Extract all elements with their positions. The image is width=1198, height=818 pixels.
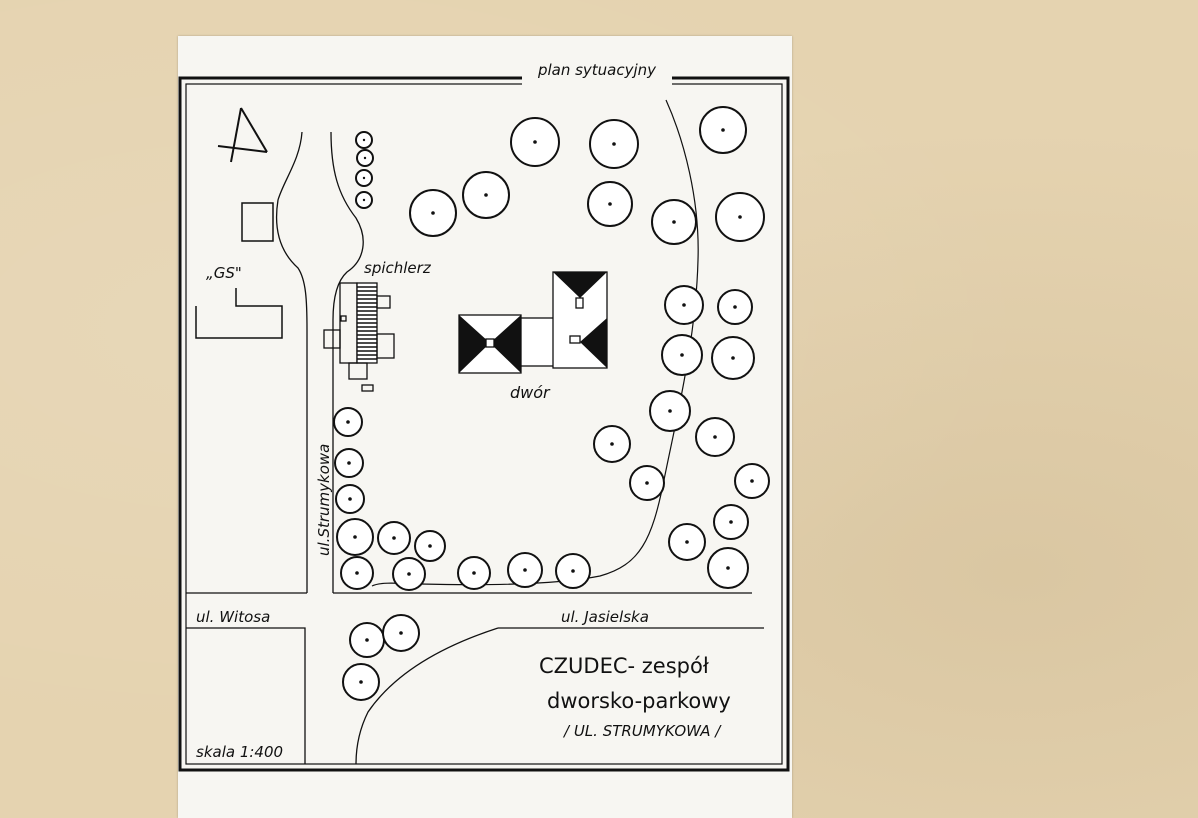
road-curve (355, 627, 499, 765)
strumykowa-east-edge (330, 131, 364, 593)
granary-building (323, 282, 395, 392)
title-line-2: dworsko-parkowy (547, 689, 731, 713)
tree-icon (661, 334, 703, 376)
inner-frame (185, 83, 783, 765)
tree-icon (334, 448, 364, 478)
south-west-block (186, 627, 306, 764)
tree-icon (409, 189, 457, 237)
street-strumykowa-label: ul.Strumykowa (315, 444, 333, 556)
tree-icon (355, 191, 373, 209)
tree-icon (664, 285, 704, 325)
strumykowa-west-edge (275, 131, 308, 593)
scale-label: skala 1:400 (196, 743, 283, 761)
tree-icon (695, 417, 735, 457)
tree-icon (593, 425, 631, 463)
tree-icon (335, 484, 365, 514)
tree-icon (734, 463, 770, 499)
tree-icon (649, 390, 691, 432)
tree-icon (668, 523, 706, 561)
outer-frame (178, 76, 790, 772)
tree-icon (462, 171, 510, 219)
tree-icon (507, 552, 543, 588)
tree-icon (355, 169, 373, 187)
tree-icon (699, 106, 747, 154)
tree-icon (392, 557, 426, 591)
tree-icon (356, 149, 374, 167)
tree-icon (555, 553, 591, 589)
park-path (371, 99, 699, 587)
manor-west-roof-right (490, 315, 521, 373)
tree-icon (629, 465, 665, 501)
tree-icon (711, 336, 755, 380)
manor-west-roof-left (459, 315, 490, 373)
gs-small-building (241, 202, 274, 242)
plan-heading: plan sytuacyjny (537, 61, 657, 79)
tree-icon (510, 117, 560, 167)
tree-icon (333, 407, 363, 437)
tree-icon (589, 119, 639, 169)
tree-icon (382, 614, 420, 652)
tree-icon (707, 547, 749, 589)
tree-icon (355, 131, 373, 149)
title-line-1: CZUDEC- zespół (539, 654, 709, 678)
granary-label: spichlerz (364, 259, 432, 277)
heading-gap (522, 70, 672, 88)
north-arrow-icon (217, 107, 268, 163)
manor-building (458, 271, 608, 374)
manor-label: dwór (510, 383, 551, 402)
street-witosa-label: ul. Witosa (196, 608, 270, 626)
tree-icon (651, 199, 697, 245)
granary-roof-hatching (357, 286, 377, 360)
tree-icon (717, 289, 753, 325)
manor-east-roof-right (580, 318, 607, 368)
tree-icon (377, 521, 411, 555)
drawing-sheet (178, 36, 792, 818)
manor-east-roof-top (553, 272, 607, 298)
tree-icon (414, 530, 446, 562)
gs-label: „GS" (206, 264, 242, 282)
tree-icon (713, 504, 749, 540)
gs-building-outline (195, 288, 283, 339)
tree-icon (340, 556, 374, 590)
street-jasielska-label: ul. Jasielska (561, 608, 649, 626)
tree-icon (457, 556, 491, 590)
tree-icon (336, 518, 374, 556)
park-trees (333, 106, 770, 701)
tree-icon (587, 181, 633, 227)
tree-icon (349, 622, 385, 658)
tree-icon (342, 663, 380, 701)
title-line-3: / UL. STRUMYKOWA / (562, 722, 722, 740)
tree-icon (715, 192, 765, 242)
